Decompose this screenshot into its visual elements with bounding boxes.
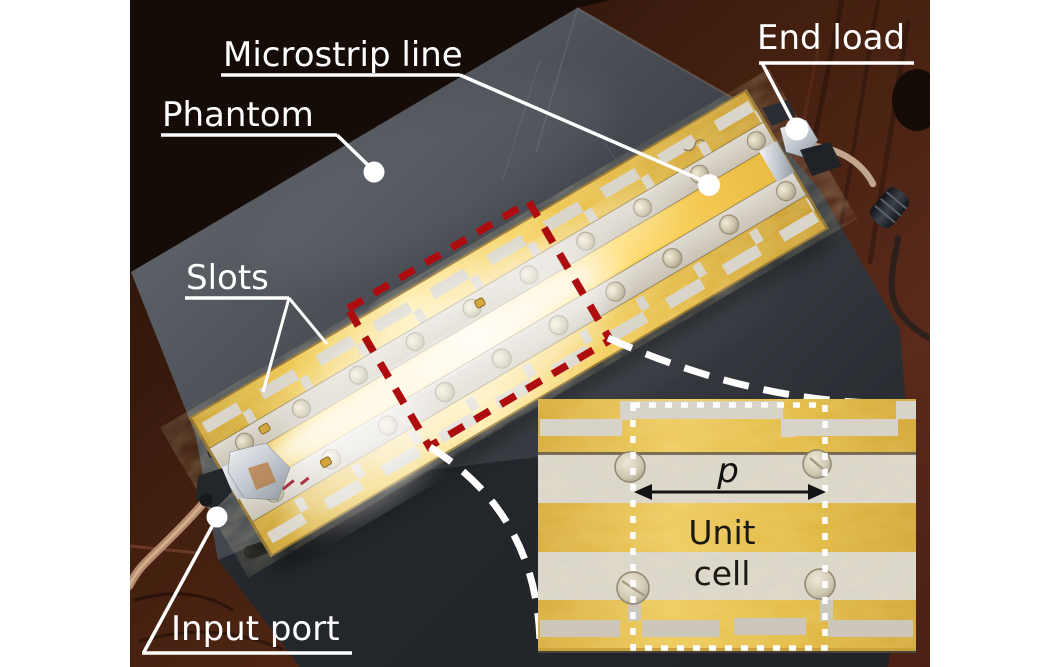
input-port-text: Input port xyxy=(171,609,340,649)
inset-mottle xyxy=(538,399,916,653)
slots-text: Slots xyxy=(186,258,269,298)
input-port-connector xyxy=(196,442,291,510)
inset-unit-cell-outline xyxy=(630,402,828,651)
glare-highlights xyxy=(247,193,674,522)
antenna-board xyxy=(188,88,829,558)
unit-cell-marker-rect xyxy=(342,196,616,452)
label-microstrip-line: Microstrip line xyxy=(221,35,720,196)
inset-bottom-edge xyxy=(538,651,916,653)
input-cable xyxy=(130,495,211,591)
label-end-load: End load xyxy=(757,18,914,141)
input-port-dot xyxy=(206,506,228,528)
label-slots: Slots xyxy=(185,258,329,393)
end-load-leader xyxy=(760,62,796,125)
input-port-leader xyxy=(142,520,217,653)
label-phantom: Phantom xyxy=(161,95,385,183)
table-shadow-top-left xyxy=(130,0,610,272)
microstrip-line-text: Microstrip line xyxy=(223,35,463,75)
period-arrowhead-right xyxy=(808,484,826,500)
board-ink-marks xyxy=(281,139,706,491)
fiducial-marks xyxy=(258,297,486,468)
unit-cell-inset: p Unit cell xyxy=(538,399,916,653)
phantom-leader xyxy=(335,133,373,170)
inset-leader-curve-left xyxy=(428,444,544,646)
inset-seam-line xyxy=(538,452,916,455)
end-load-dot xyxy=(785,117,809,141)
end-solder-pad xyxy=(759,141,795,183)
slots-leader-2 xyxy=(287,297,329,345)
period-arrow xyxy=(634,484,826,500)
period-arrowhead-left xyxy=(634,484,652,500)
inset-slots-bottom xyxy=(540,600,913,637)
phantom-dot xyxy=(363,161,385,183)
microstrip-line-leader xyxy=(459,73,707,184)
end-load-terminator xyxy=(870,187,910,228)
period-label: p xyxy=(716,451,739,491)
phantom-text: Phantom xyxy=(162,95,314,135)
microstrip-line-dot xyxy=(698,174,720,196)
end-load-text: End load xyxy=(757,18,905,58)
dark-object-top-right xyxy=(892,69,930,131)
unit-cell-label-line2: cell xyxy=(694,554,751,593)
label-input-port: Input port xyxy=(142,506,352,655)
unit-cell-label-line1: Unit xyxy=(688,513,755,552)
slots-leader-1 xyxy=(261,297,291,393)
